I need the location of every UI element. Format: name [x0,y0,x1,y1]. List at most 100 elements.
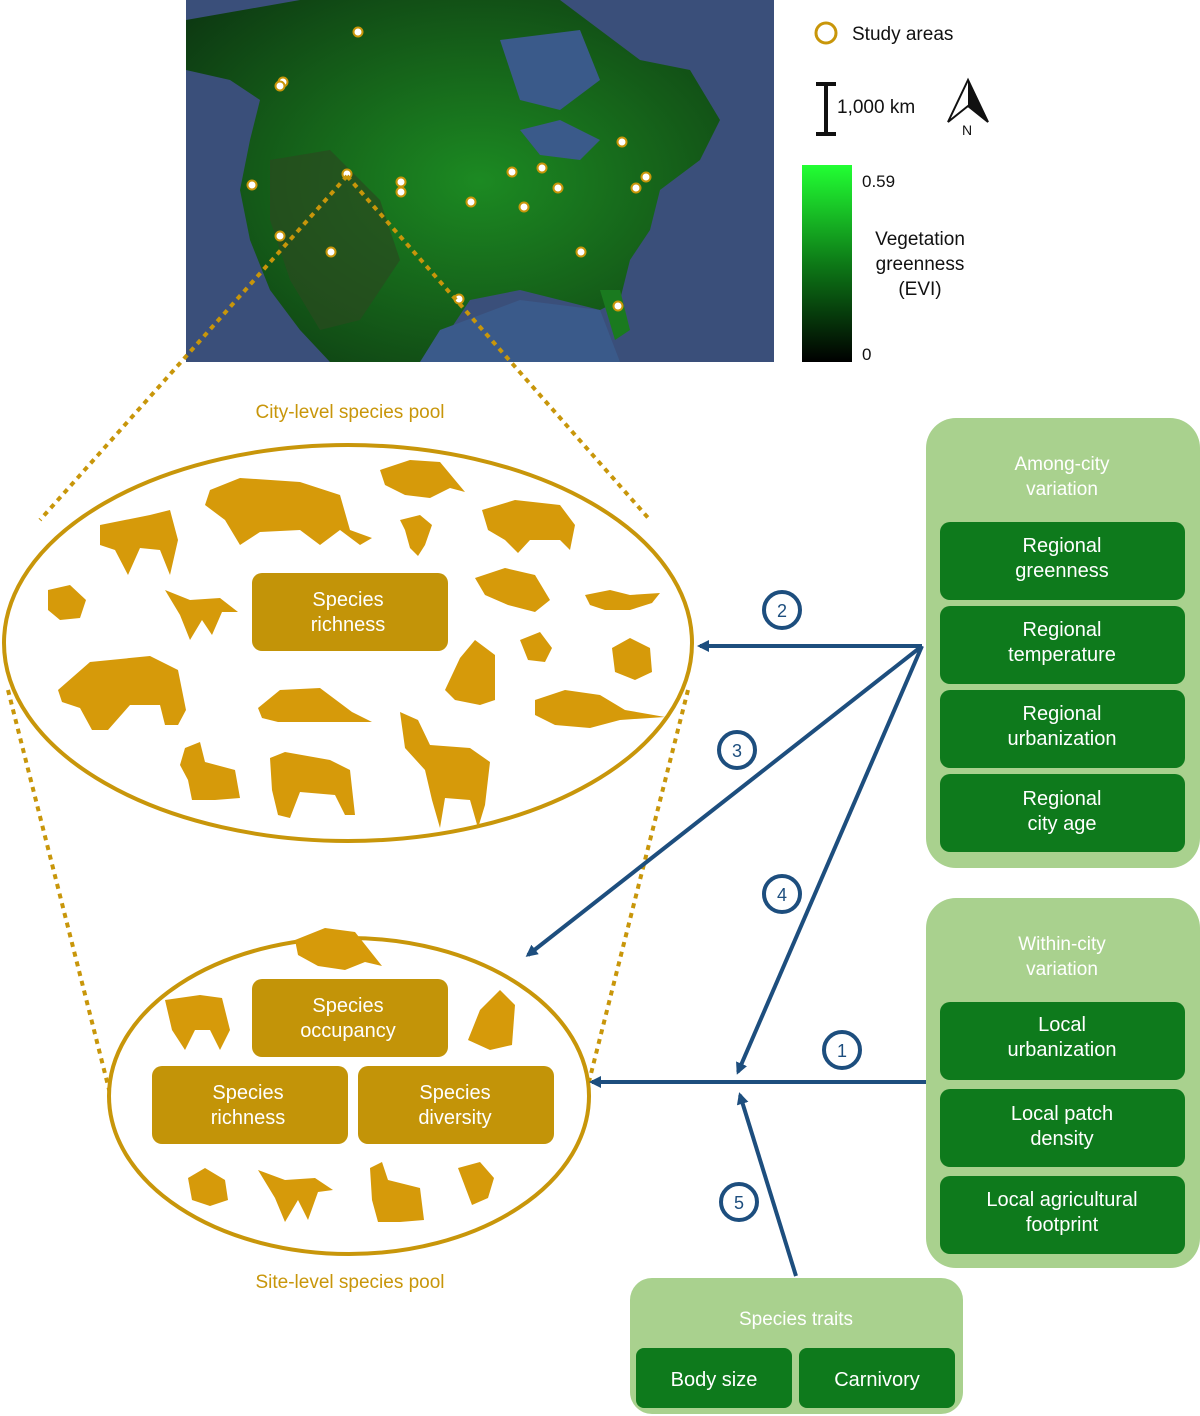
within-city-header-line1: Within-city [1018,934,1106,955]
chipmunk-icon [520,632,552,662]
study-areas-label: Study areas [852,24,953,45]
regional-city-age-line1: Regional [1023,788,1102,810]
site-diversity-label-line2: diversity [418,1107,491,1129]
colorbar-title-line3: (EVI) [898,279,941,300]
badge-2 [762,590,802,630]
city-richness-box [252,573,448,651]
local-patch-density-box [940,1089,1185,1167]
badge-4-label: 4 [777,885,787,905]
map-dry-west [270,150,400,330]
among-city-header-line1: Among-city [1014,454,1110,475]
raccoon-site-icon [295,928,382,970]
badge-3 [717,730,757,770]
city-richness-label-line2: richness [311,614,385,636]
regional-city-age-box [940,774,1185,852]
path-number-badges: 2 3 4 1 5 [717,590,862,1222]
regional-greenness-line1: Regional [1023,535,1102,557]
opossum-icon [535,690,665,728]
arrow-path-3 [525,644,924,957]
squirrel-small-icon [400,515,432,556]
site-pool-title: Site-level species pool [255,1272,444,1293]
raccoon-icon [380,460,465,498]
species-traits-header: Species traits [739,1309,853,1330]
deer-icon [400,712,490,828]
colorbar-title-line1: Vegetation [875,229,965,250]
path-arrows [525,640,926,1277]
north-label: N [962,122,972,138]
squirrel-site-icon [188,1168,228,1206]
carnivory-label: Carnivory [834,1369,920,1391]
florida [600,290,630,340]
local-urbanization-box [940,1002,1185,1080]
cougar-icon [205,478,372,545]
site-occupancy-label-line2: occupancy [300,1020,396,1042]
site-animal-silhouettes [165,928,515,1222]
beaver-icon [258,688,372,722]
wolf-icon [100,510,178,575]
body-size-label: Body size [671,1369,758,1391]
local-urbanization-line2: urbanization [1008,1039,1117,1061]
regional-greenness-box [940,522,1185,600]
site-richness-label-line1: Species [212,1082,283,1104]
chipmunk-site-icon [458,1162,494,1205]
study-areas-symbol [814,21,838,45]
city-animal-silhouettes [48,460,665,828]
badge-1-label: 1 [837,1041,847,1061]
regional-city-age-line2: city age [1028,813,1097,835]
within-city-panel [926,898,1200,1268]
regional-greenness-line2: greenness [1015,560,1108,582]
bear-icon [58,656,186,730]
skunk-site-icon [468,990,515,1050]
city-richness-label-line1: Species [312,589,383,611]
site-richness-box [152,1066,348,1144]
otter-icon [475,568,550,612]
site-richness-label-line2: richness [211,1107,285,1129]
colorbar-max: 0.59 [862,172,895,191]
badge-2-label: 2 [777,601,787,621]
site-occupancy-box [252,979,448,1057]
local-agricultural-footprint-box [940,1176,1185,1254]
badge-4 [762,874,802,914]
regional-temperature-line2: temperature [1008,644,1116,666]
gray-squirrel-icon [612,638,652,680]
great-lakes [520,120,600,160]
north-america-map [186,0,774,362]
local-agricultural-line2: footprint [1026,1214,1099,1236]
gulf-of-mexico [420,300,620,362]
local-urbanization-line1: Local [1038,1014,1086,1036]
hudson-bay [500,30,600,110]
carnivory-box [799,1348,955,1408]
local-patch-density-line1: Local patch [1011,1103,1113,1125]
site-occupancy-label-line1: Species [312,995,383,1017]
rabbit-site-icon [370,1162,424,1222]
colorbar-title-line2: greenness [876,254,965,275]
site-diversity-label-line1: Species [419,1082,490,1104]
regional-urbanization-line2: urbanization [1008,728,1117,750]
badge-5 [719,1182,759,1222]
map-legend: Study areas 1,000 km N 0.59 0 Vegetation… [802,21,989,364]
badger-icon [482,500,575,553]
arrow-path-5 [736,1092,798,1277]
rabbit-icon [180,742,240,800]
badge-3-label: 3 [732,741,742,761]
local-agricultural-line1: Local agricultural [986,1189,1137,1211]
badge-5-label: 5 [734,1193,744,1213]
wolf-site-icon [165,995,230,1050]
badge-1 [822,1030,862,1070]
regional-temperature-box [940,606,1185,684]
regional-urbanization-box [940,690,1185,768]
fox-site-icon [258,1170,333,1222]
skunk-icon [445,640,495,705]
bobcat-icon [270,752,355,818]
zoom-lines [6,174,690,1126]
city-pool-title: City-level species pool [255,402,444,423]
arrow-path-4 [736,645,924,1075]
ringtail-icon [585,590,660,610]
north-arrow-icon [947,77,989,123]
fox-icon [165,590,238,640]
within-city-header-line2: variation [1026,959,1098,980]
body-size-box [636,1348,792,1408]
mole-icon [48,585,86,620]
evi-colorbar [802,165,852,362]
